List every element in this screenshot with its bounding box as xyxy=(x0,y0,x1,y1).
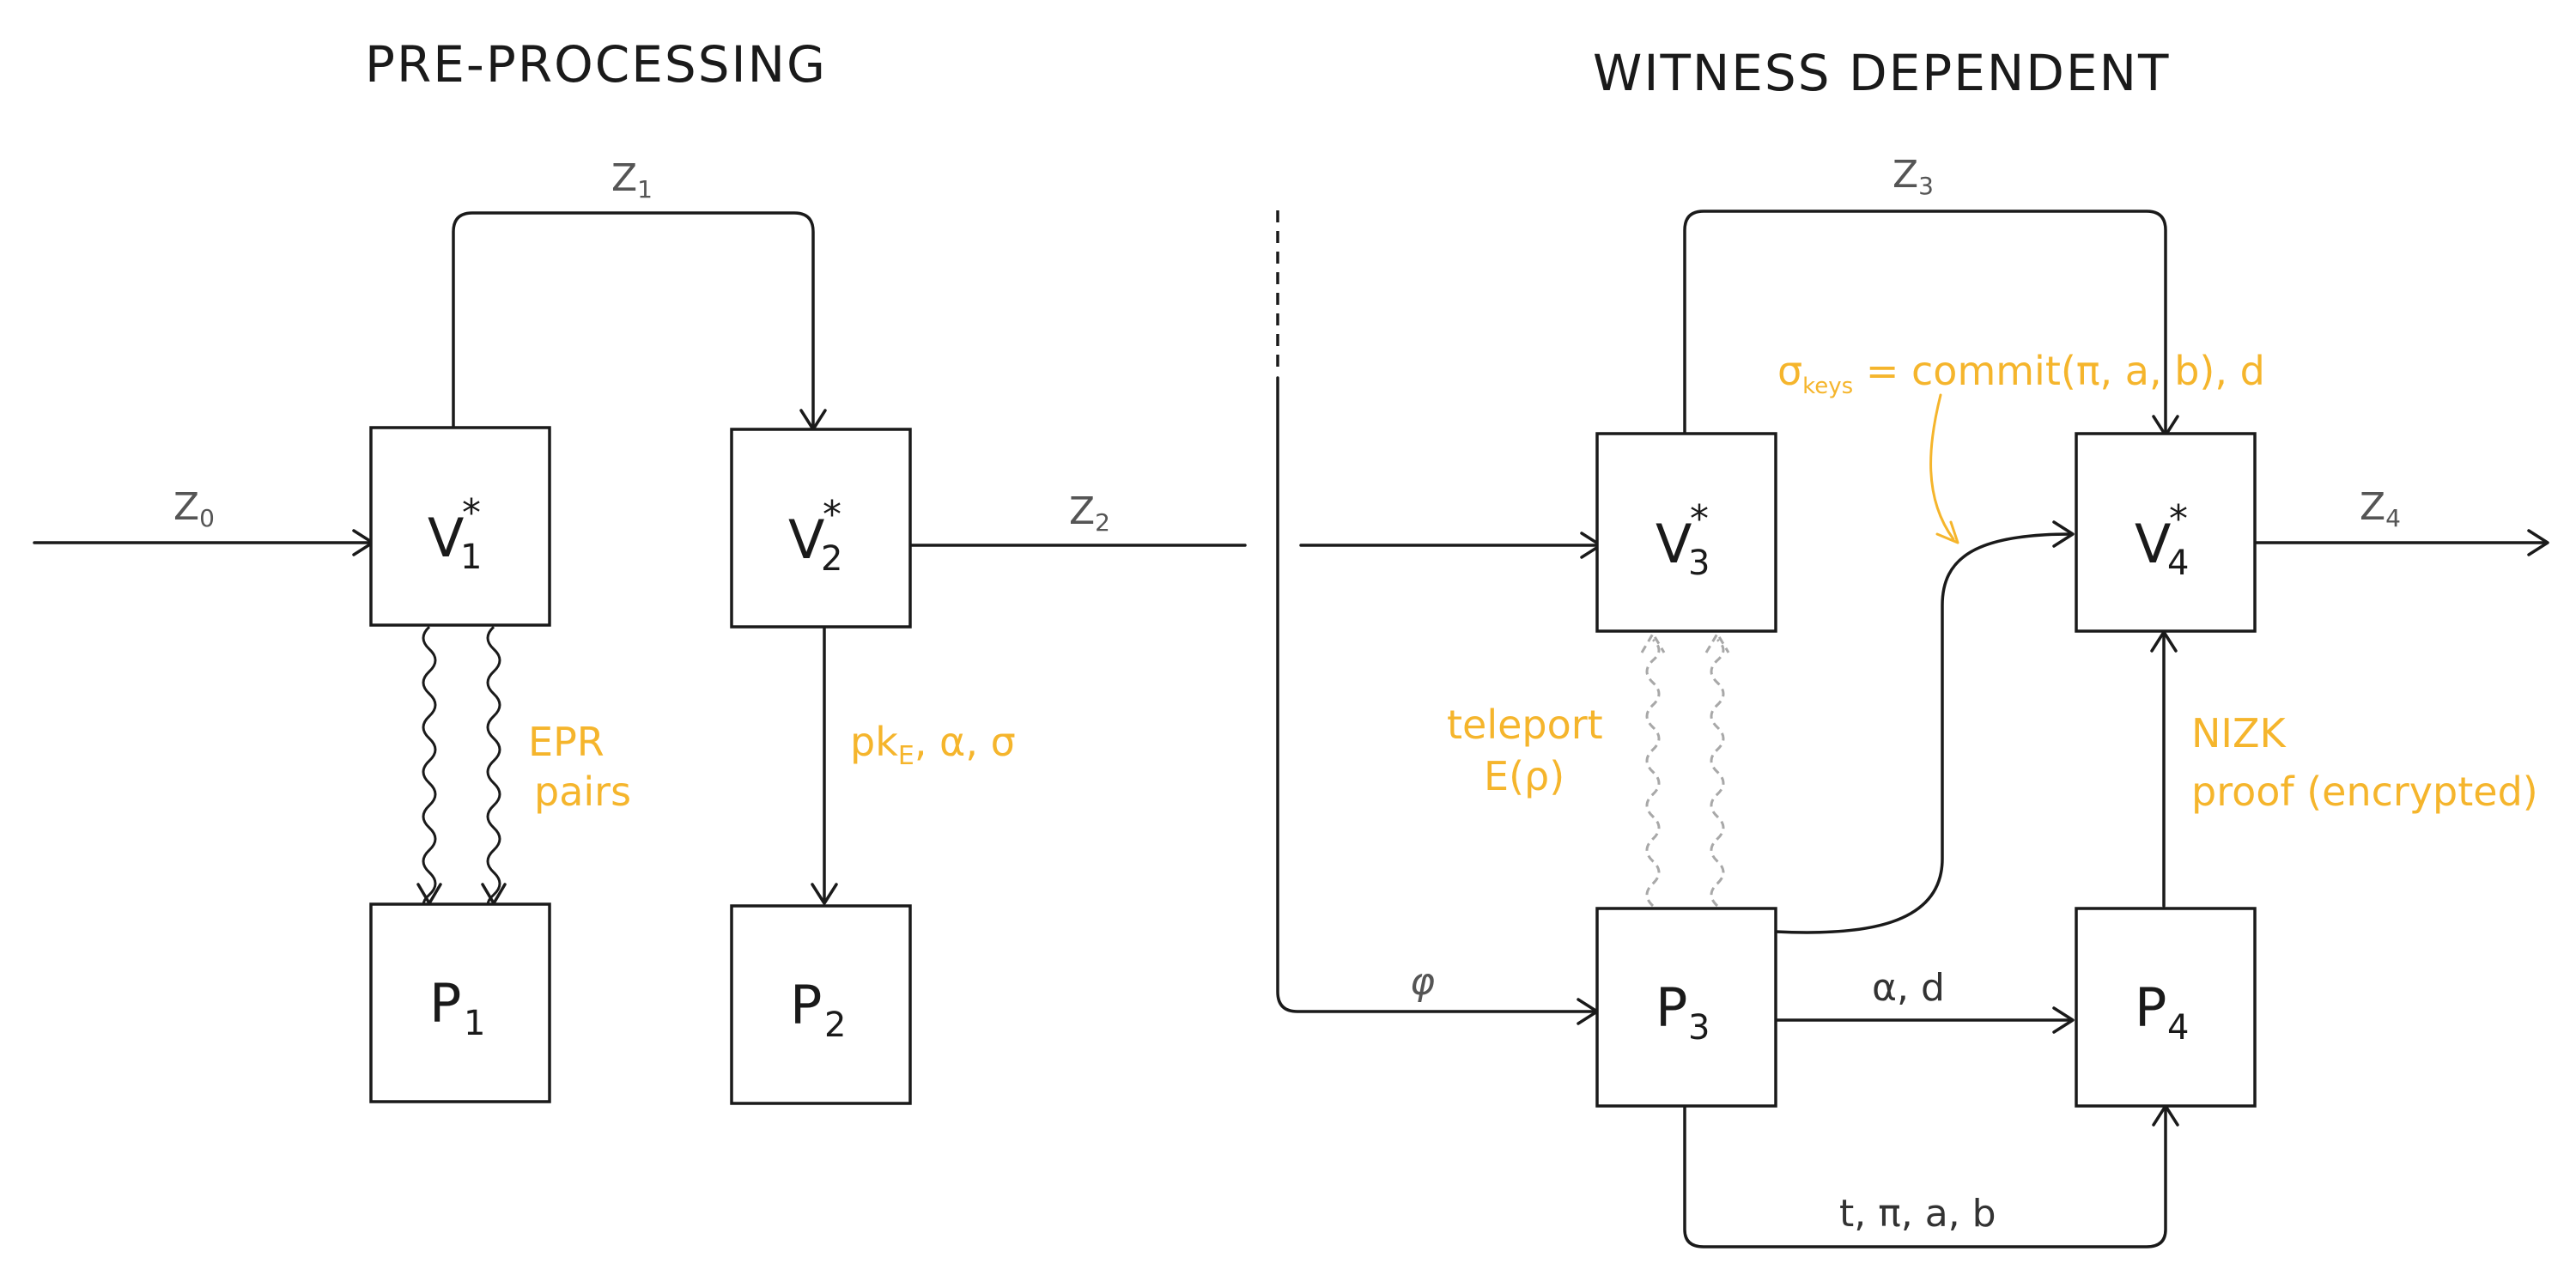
node-v3-sup: * xyxy=(1690,497,1709,541)
node-v3: V * 3 xyxy=(1595,432,1777,633)
annotation-epr: EPR xyxy=(528,719,605,765)
wire-z3 xyxy=(1683,210,2167,435)
node-v4-sub: 4 xyxy=(2167,544,2189,583)
annotation-pointer-head xyxy=(1935,520,1959,544)
arrowhead-p3-v4 xyxy=(2052,520,2075,548)
annotation-sigma-commit: σkeys = commit(π, a, b), d xyxy=(1777,348,2265,399)
node-p2-sub: 2 xyxy=(824,1005,846,1045)
node-v3-sub: 3 xyxy=(1688,544,1710,583)
node-v3-letter: V xyxy=(1656,513,1692,575)
title-witness-dependent: WITNESS DEPENDENT xyxy=(1593,44,2170,102)
annotation-pk: pkE, α, σ xyxy=(850,719,1016,771)
annotation-e-rho: E(ρ) xyxy=(1484,753,1564,799)
annotation-teleport: teleport xyxy=(1447,702,1603,748)
annotation-nizk: NIZK xyxy=(2191,710,2287,756)
node-p4: P 4 xyxy=(2075,907,2257,1108)
node-v1-letter: V xyxy=(428,507,464,569)
annotation-proof-encrypted: proof (encrypted) xyxy=(2191,769,2538,815)
node-v4-sup: * xyxy=(2169,497,2188,541)
wire-p3-v4 xyxy=(1774,532,2073,934)
annotation-pairs: pairs xyxy=(534,769,631,815)
node-p2-letter: P xyxy=(790,974,822,1036)
title-pre-processing: PRE-PROCESSING xyxy=(365,35,827,94)
label-t-pi-a-b: t, π, a, b xyxy=(1839,1192,1996,1236)
node-p3-letter: P xyxy=(1656,976,1687,1039)
teleport-wave-right xyxy=(1710,638,1725,908)
label-alpha-d: α, d xyxy=(1872,966,1945,1010)
node-v1-sub: 1 xyxy=(460,538,482,577)
node-p3-sub: 3 xyxy=(1688,1008,1710,1048)
annotation-pointer xyxy=(1929,393,1955,541)
label-z2: Z2 xyxy=(1069,489,1110,537)
node-p1-sub: 1 xyxy=(464,1004,485,1043)
wire-phi xyxy=(1276,376,1597,1013)
node-v2-sub: 2 xyxy=(821,539,842,579)
epr-wave-right xyxy=(486,625,501,917)
node-p1: P 1 xyxy=(369,902,551,1103)
node-p2: P 2 xyxy=(730,904,912,1105)
label-z1: Z1 xyxy=(611,156,653,204)
node-p3: P 3 xyxy=(1595,907,1777,1108)
node-v2-sup: * xyxy=(823,493,841,537)
wire-z1 xyxy=(452,211,815,429)
node-v1-sup: * xyxy=(462,491,481,535)
teleport-wave-left xyxy=(1645,638,1661,908)
arrowhead-z4 xyxy=(2527,529,2549,556)
arrowhead-teleport-right xyxy=(1704,631,1730,653)
wire-t-pi-a-b xyxy=(1683,1104,2167,1249)
node-v4-letter: V xyxy=(2135,513,2171,575)
node-p4-letter: P xyxy=(2135,976,2166,1039)
arrowhead-v2-p2 xyxy=(811,883,838,905)
node-p4-sub: 4 xyxy=(2167,1008,2189,1048)
node-v2-letter: V xyxy=(788,508,824,571)
node-p1-letter: P xyxy=(429,972,461,1035)
node-v2: V * 2 xyxy=(730,428,912,629)
epr-wave-left xyxy=(422,625,437,917)
label-phi: φ xyxy=(1410,960,1435,1004)
label-z4: Z4 xyxy=(2360,485,2401,532)
label-z3: Z3 xyxy=(1893,153,1934,200)
node-v1: V * 1 xyxy=(369,426,551,627)
arrowhead-teleport-left xyxy=(1640,631,1666,653)
arrowhead-p3-p4 xyxy=(2052,1006,2075,1034)
label-z0: Z0 xyxy=(173,485,215,532)
node-v4: V * 4 xyxy=(2075,432,2257,633)
